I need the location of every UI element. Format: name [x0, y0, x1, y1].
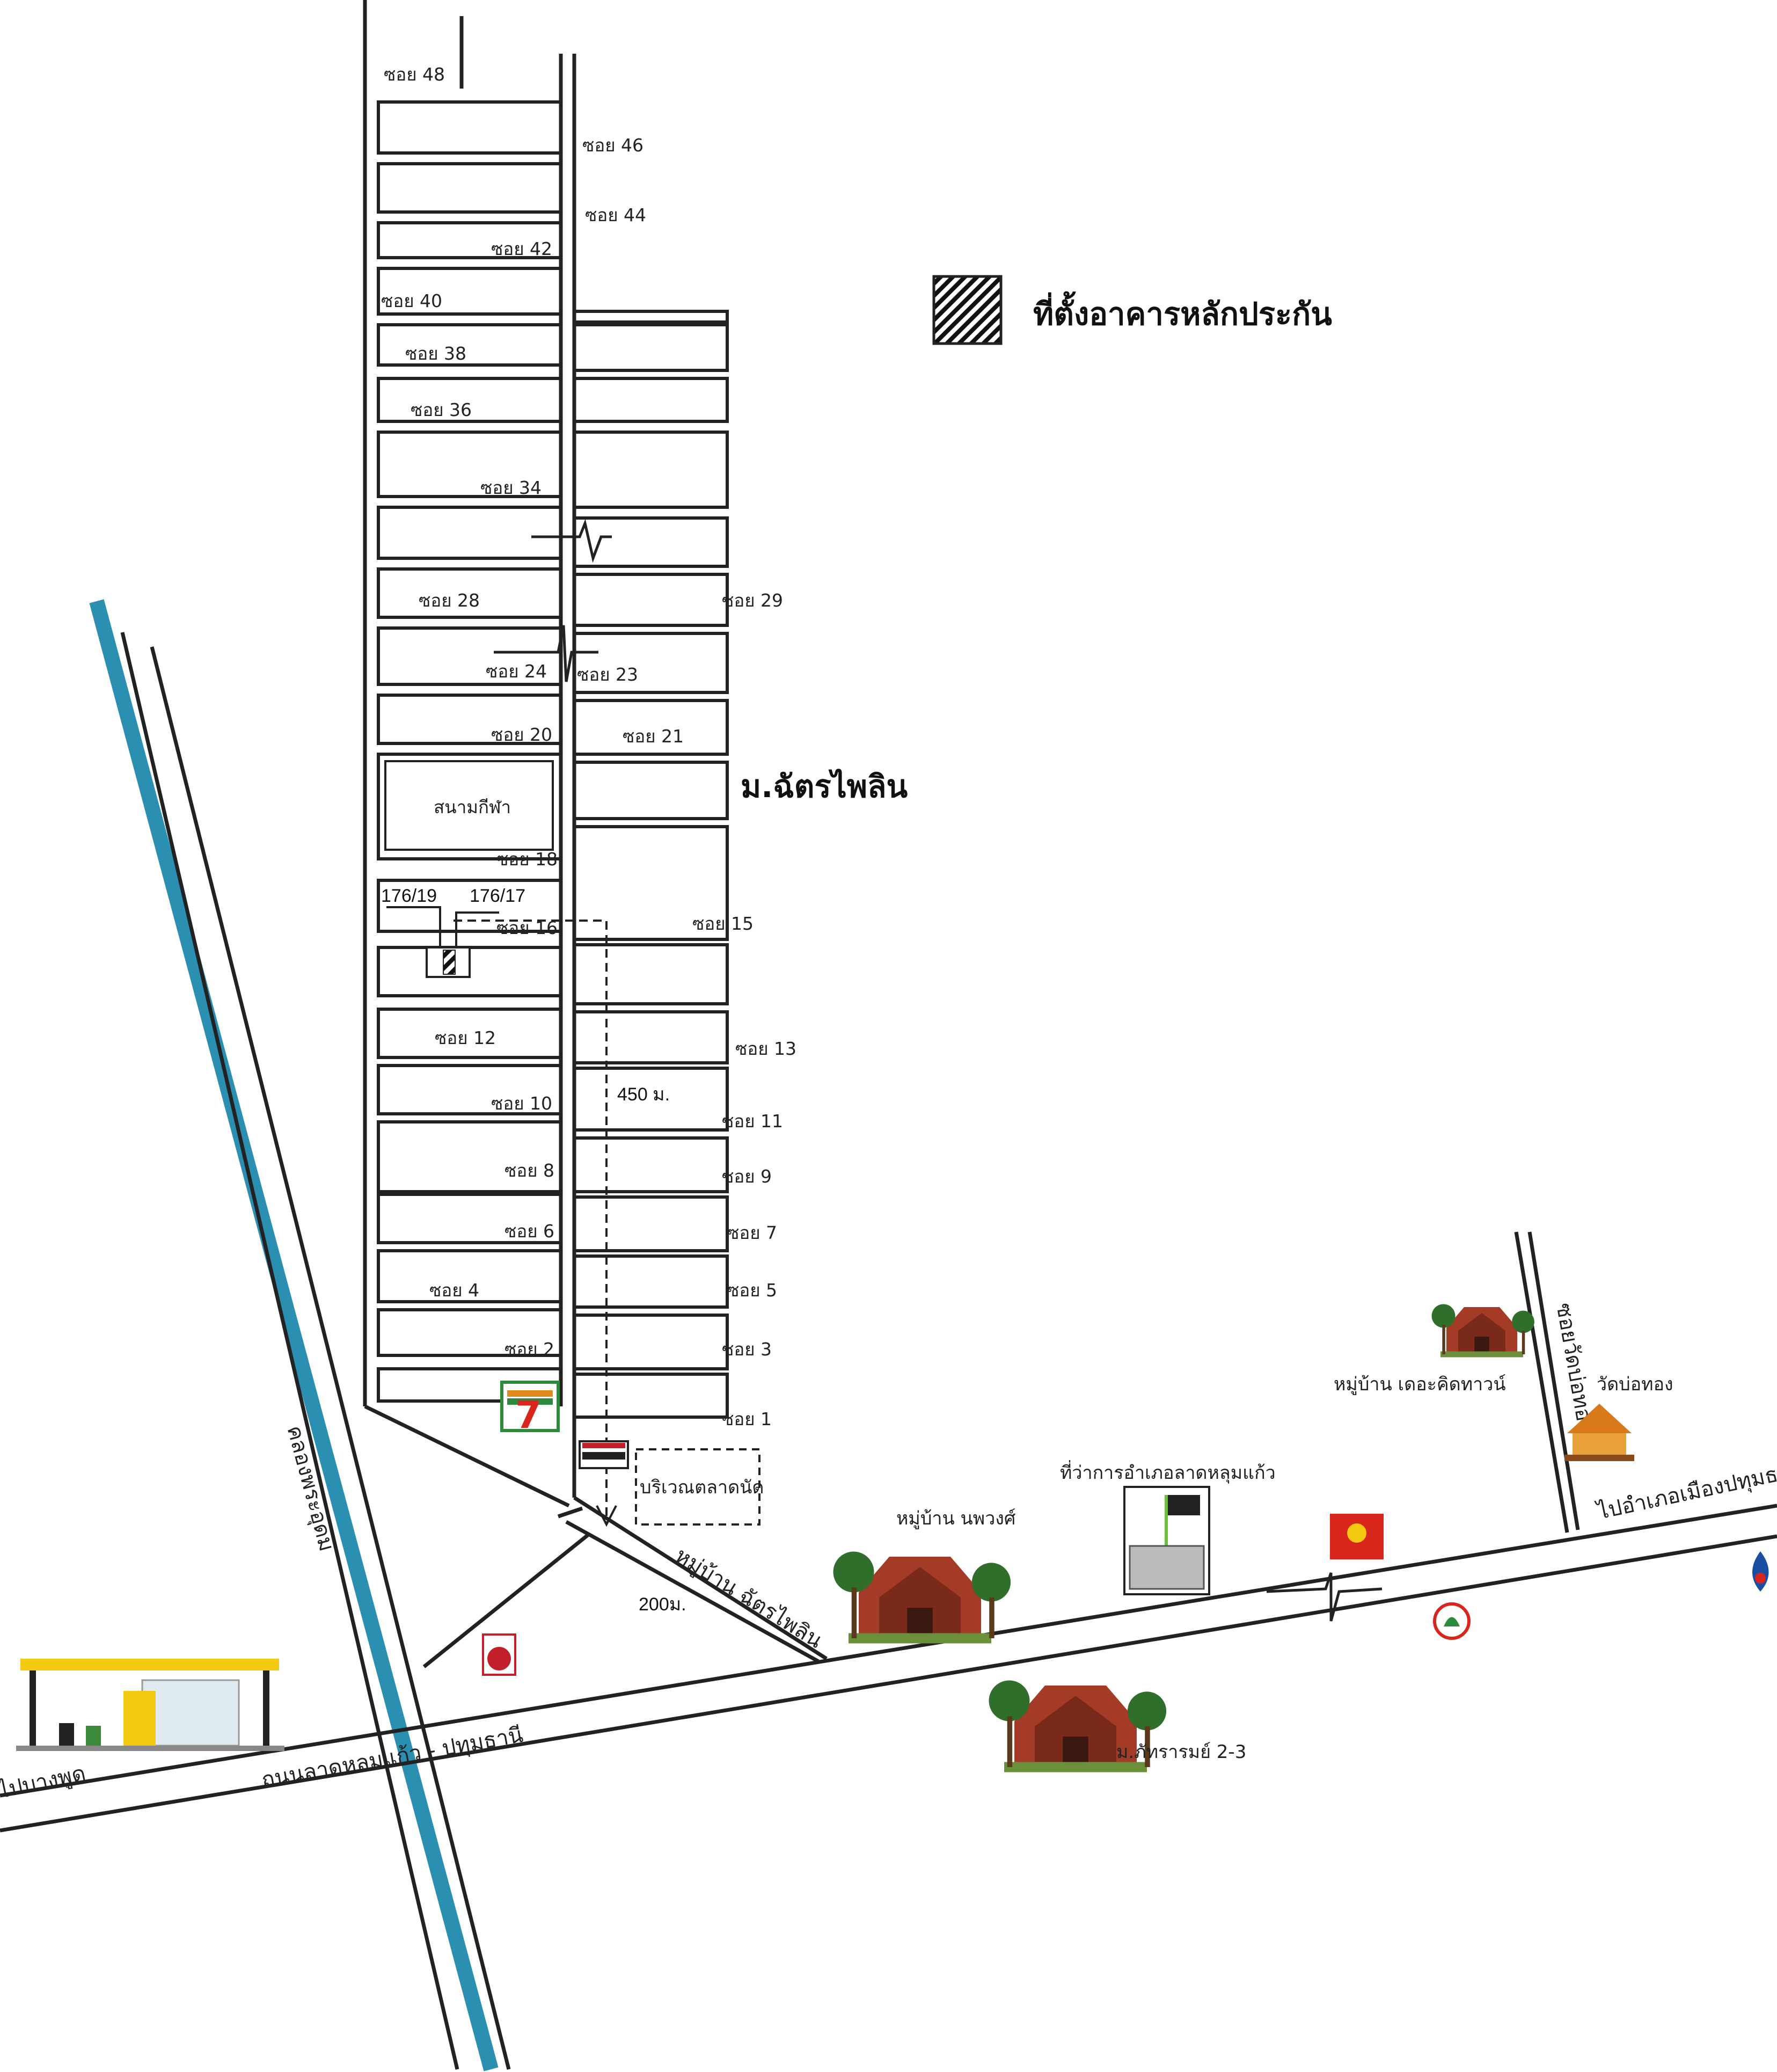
distance-vertical-label: 450 ม.	[617, 1084, 670, 1105]
village-nawa-label: หมู่บ้าน นพวงศ์	[896, 1508, 1016, 1529]
break-mark-1	[531, 519, 612, 563]
soi-bottom-diag-3	[565, 1520, 820, 1664]
break-mark-2	[494, 625, 598, 682]
village-main-label: ม.ฉัตรไพลิน	[741, 768, 908, 805]
soi-label: ซอย 3	[722, 1339, 772, 1360]
red-bank-sign	[1330, 1514, 1384, 1559]
soi-label: ซอย 48	[384, 64, 445, 85]
break-mark-3	[1266, 1572, 1383, 1622]
left-road-line-2	[150, 646, 511, 2070]
soi-label: ซอย 18	[496, 849, 558, 870]
soi-label: ซอย 13	[735, 1038, 796, 1059]
side-road-line-2	[1527, 1231, 1580, 1530]
soi-label: ซอย 42	[491, 238, 552, 259]
right-blocks	[573, 310, 729, 1419]
village-crystal-house-icon	[1431, 1304, 1534, 1358]
plot-left-label: 176/19	[381, 886, 437, 906]
district-office-icon	[1123, 1486, 1210, 1595]
plot-right-label: 176/17	[470, 886, 525, 906]
left-road-line-1	[120, 632, 459, 2070]
seven-eleven-text: 7	[515, 1393, 542, 1437]
bigc-logo	[482, 1633, 516, 1676]
field-label: สนามกีฬา	[434, 797, 511, 818]
soi-label: ซอย 21	[623, 726, 684, 747]
market-label: บริเวณตลาดนัด	[640, 1477, 764, 1498]
soi-label: ซอย 29	[722, 590, 783, 611]
seven-eleven-logo: 7	[500, 1381, 560, 1437]
soi-label: ซอย 24	[486, 661, 547, 682]
soi-label: ซอย 38	[405, 343, 466, 364]
soi-label: ซอย 2	[504, 1339, 554, 1360]
soi-label: ซอย 8	[504, 1160, 554, 1181]
soi-label: ซอย 46	[582, 135, 643, 156]
village-nawa-house-icon	[833, 1551, 1011, 1644]
soi-label: ซอย 34	[480, 477, 542, 498]
soi-label: ซอย 15	[692, 913, 754, 934]
canal	[89, 599, 499, 2071]
soi-bottom-diag-1	[364, 1404, 570, 1508]
soi-label: ซอย 44	[585, 205, 646, 225]
market-area	[635, 1448, 760, 1526]
soi-label: ซอย 7	[727, 1222, 777, 1243]
soi-label: ซอย 10	[491, 1093, 552, 1114]
temple-icon	[1564, 1404, 1634, 1461]
soi-label: ซอย 28	[419, 590, 480, 611]
legend-label: ที่ตั้งอาคารหลักประกัน	[1033, 291, 1332, 332]
plot-left-pointer	[386, 906, 441, 950]
soi-label: ซอย 12	[435, 1027, 496, 1048]
soi-label: ซอย 20	[491, 724, 552, 745]
wat-bothong-label: วัดบ่อทอง	[1597, 1374, 1673, 1395]
soi-label: ซอย 4	[429, 1280, 479, 1301]
soi-bottom-diag-2	[573, 1496, 828, 1660]
soi-label: ซอย 40	[381, 290, 442, 311]
left-blocks	[377, 100, 562, 1403]
bank-sign	[579, 1440, 629, 1469]
kbank-logo	[1433, 1602, 1471, 1640]
soi-labels-right: ซอย 46 ซอย 44 ซอย 29 ซอย 23 ซอย 21 ซอย 1…	[577, 135, 796, 1429]
collateral-building-hatch	[443, 950, 456, 975]
junction-link-2	[422, 1534, 589, 1668]
district-office-label: ที่ว่าการอำเภอลาดหลุมแก้ว	[1060, 1460, 1276, 1484]
legend-hatch-swatch	[932, 275, 1003, 345]
plot-right-pointer	[455, 911, 499, 950]
main-road-line-1	[0, 1504, 1777, 1798]
soi-label: ซอย 36	[411, 399, 472, 420]
main-road-line-2	[0, 1534, 1777, 1833]
soi-label: ซอย 6	[504, 1221, 554, 1242]
distance-diagonal-label: 200ม.	[639, 1594, 686, 1615]
soi-label: ซอย 1	[722, 1409, 772, 1429]
side-road-line-1	[1514, 1231, 1569, 1533]
to-pathum-label: ไปอำเภอเมืองปทุมธานี	[1594, 1456, 1777, 1525]
diagonal-road-label: หมู่บ้าน ฉัตรไพลิน	[671, 1543, 827, 1653]
distance-arrow	[596, 1505, 617, 1527]
village-crystal-label: หมู่บ้าน เดอะคิดทาวน์	[1334, 1374, 1506, 1395]
village-phatthara-label: ม.ภัทรารมย์ 2-3	[1116, 1741, 1246, 1763]
junction-link-1	[557, 1506, 583, 1519]
soi-labels-left: ซอย 48 ซอย 42 ซอย 40 ซอย 38 ซอย 36 ซอย 3…	[381, 64, 558, 1360]
soi-label: ซอย 11	[722, 1111, 783, 1132]
to-west-label: ไปบางพูด	[0, 1761, 88, 1804]
soi-label: ซอย 9	[722, 1166, 772, 1187]
soi-label: ซอย 23	[577, 664, 638, 685]
soi-label: ซอย 5	[727, 1280, 777, 1301]
soi-label: ซอย 16	[496, 917, 558, 938]
gas-station-icon	[16, 1659, 284, 1751]
ptt-logo	[1752, 1551, 1769, 1592]
